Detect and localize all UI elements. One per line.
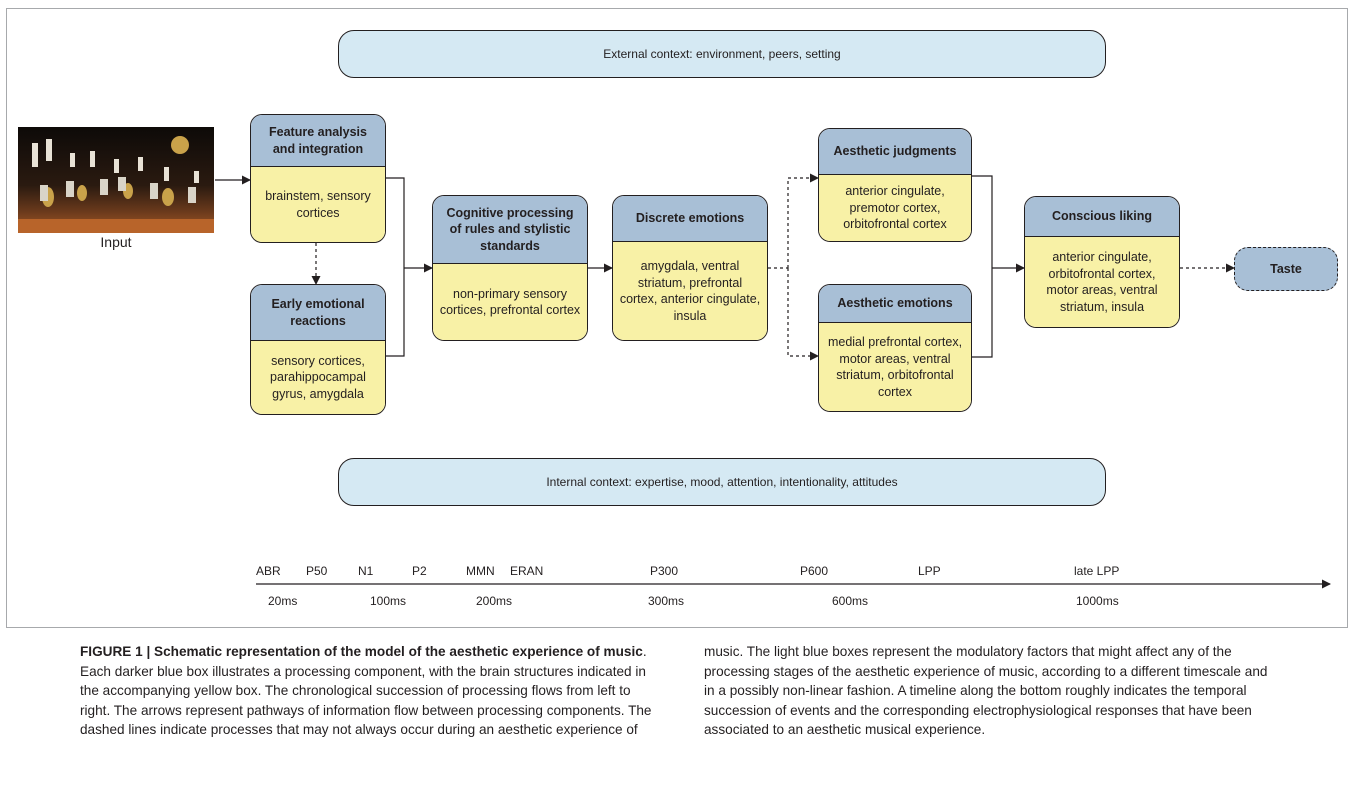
node-title: Feature analysis and integration — [251, 115, 385, 167]
tl-component-p2: P2 — [412, 564, 427, 578]
figure-frame — [6, 8, 1348, 628]
node-body: medial prefrontal cortex, motor areas, v… — [819, 323, 971, 411]
connector-judgments-merge — [972, 175, 993, 268]
input-concert-photo — [18, 127, 214, 233]
node-cognitive-processing: Cognitive processing of rules and stylis… — [432, 195, 588, 341]
figure-caption: FIGURE 1 | Schematic representation of t… — [80, 642, 1276, 740]
concert-photo-image — [18, 127, 214, 233]
external-context-box: External context: environment, peers, se… — [338, 30, 1106, 78]
tl-component-p300: P300 — [650, 564, 679, 578]
tl-time-20ms: 20ms — [268, 594, 298, 608]
tl-time-600ms: 600ms — [832, 594, 869, 608]
node-body: anterior cingulate, premotor cortex, orb… — [819, 175, 971, 241]
connector-early-merge — [386, 268, 405, 357]
connector-feature-merge — [386, 177, 405, 268]
node-title: Discrete emotions — [613, 196, 767, 242]
internal-context-label: Internal context: expertise, mood, atten… — [546, 475, 898, 489]
tl-time-300ms: 300ms — [648, 594, 685, 608]
tl-component-p50: P50 — [306, 564, 328, 578]
tl-time-1000ms: 1000ms — [1076, 594, 1119, 608]
node-aesthetic-judgments: Aesthetic judgments anterior cingulate, … — [818, 128, 972, 242]
caption-label: FIGURE 1 | Schematic representation of t… — [80, 644, 643, 659]
node-discrete-emotions: Discrete emotions amygdala, ventral stri… — [612, 195, 768, 341]
node-title: Aesthetic emotions — [819, 285, 971, 323]
tl-component-p600: P600 — [800, 564, 829, 578]
external-context-label: External context: environment, peers, se… — [603, 47, 841, 61]
tl-component-lpp: LPP — [918, 564, 941, 578]
node-body: non-primary sensory cortices, prefrontal… — [433, 264, 587, 340]
input-label: Input — [100, 234, 132, 250]
node-title: Aesthetic judgments — [819, 129, 971, 175]
arrow-to-aesthetic-emotions — [787, 268, 819, 361]
tl-component-mmn: MMN — [466, 564, 495, 578]
tl-time-100ms: 100ms — [370, 594, 407, 608]
node-title: Conscious liking — [1025, 197, 1179, 237]
node-aesthetic-emotions: Aesthetic emotions medial prefrontal cor… — [818, 284, 972, 412]
tl-component-n1: N1 — [358, 564, 374, 578]
node-early-emotional-reactions: Early emotional reactions sensory cortic… — [250, 284, 386, 415]
node-title: Cognitive processing of rules and stylis… — [433, 196, 587, 264]
node-body: sensory cortices, parahippocampal gyrus,… — [251, 341, 385, 414]
tl-component-eran: ERAN — [510, 564, 544, 578]
node-body: brainstem, sensory cortices — [251, 167, 385, 242]
internal-context-box: Internal context: expertise, mood, atten… — [338, 458, 1106, 506]
caption-text: . Each darker blue box illustrates a pro… — [80, 644, 1268, 737]
tl-time-200ms: 200ms — [476, 594, 513, 608]
taste-label: Taste — [1270, 262, 1302, 276]
node-body: anterior cingulate, orbitofrontal cortex… — [1025, 237, 1179, 327]
node-taste: Taste — [1234, 247, 1338, 291]
tl-component-late-lpp: late LPP — [1074, 564, 1120, 578]
node-body: amygdala, ventral striatum, prefrontal c… — [613, 242, 767, 340]
connector-emotions-merge — [972, 268, 993, 358]
node-conscious-liking: Conscious liking anterior cingulate, orb… — [1024, 196, 1180, 328]
node-feature-analysis: Feature analysis and integration brainst… — [250, 114, 386, 243]
arrow-to-judgments — [787, 173, 819, 268]
tl-component-abr: ABR — [256, 564, 281, 578]
connector-layer — [215, 173, 1331, 589]
node-title: Early emotional reactions — [251, 285, 385, 341]
